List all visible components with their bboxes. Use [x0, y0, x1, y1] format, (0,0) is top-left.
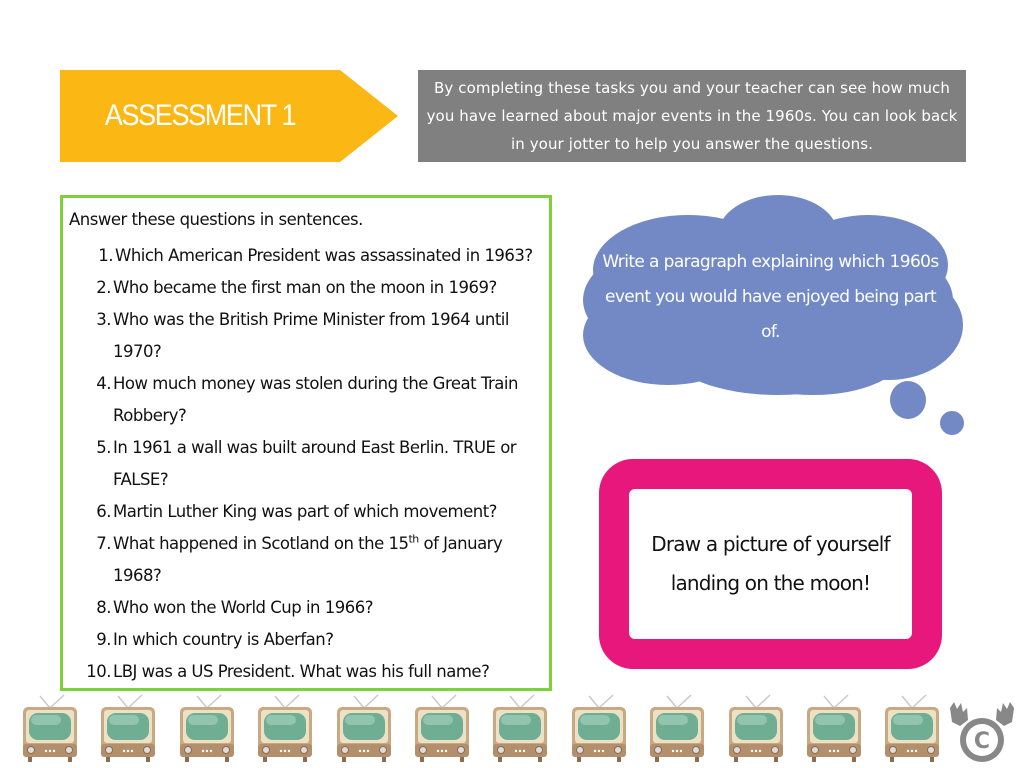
question-text: Who was the British Prime Minister from … — [113, 310, 509, 361]
tv-border-strip — [0, 694, 1024, 768]
moose-copyright-logo: C — [950, 702, 1014, 762]
question-text: Martin Luther King was part of which mov… — [113, 502, 497, 521]
question-text: LBJ was a US President. What was his ful… — [113, 662, 490, 681]
cloud-shape — [583, 195, 964, 435]
retro-tv-icon — [177, 694, 237, 764]
question-number: 9. — [96, 630, 111, 649]
draw-task-box: Draw a picture of yourself landing on th… — [599, 459, 942, 669]
retro-tv-icon — [647, 694, 707, 764]
questions-box: Answer these questions in sentences. 1. … — [60, 195, 552, 691]
question-number: 7. — [96, 534, 111, 553]
question-text: How much money was stolen during the Gre… — [113, 374, 518, 425]
question-number: 8. — [96, 598, 111, 617]
question-item: 6. Martin Luther King was part of which … — [69, 496, 541, 528]
ordinal-suffix: th — [408, 532, 419, 546]
cloud-task-text: Write a paragraph explaining which 1960s… — [602, 252, 939, 342]
question-text-part: of January 1968? — [113, 534, 503, 585]
question-item: 2. Who became the first man on the moon … — [69, 272, 541, 304]
question-item: 3. Who was the British Prime Minister fr… — [69, 304, 541, 368]
question-text: Which American President was assassinate… — [115, 246, 533, 265]
question-text: Who won the World Cup in 1966? — [113, 598, 374, 617]
question-item: 10. LBJ was a US President. What was his… — [69, 656, 541, 688]
question-number: 1. — [98, 246, 113, 265]
question-text: Who became the first man on the moon in … — [113, 278, 497, 297]
question-item: 9. In which country is Aberfan? — [69, 624, 541, 656]
question-text-part: What happened in Scotland on the 15 — [113, 534, 409, 553]
question-number: 2. — [96, 278, 111, 297]
page-title: ASSESSMENT 1 — [104, 99, 297, 132]
cloud-bubble-small — [940, 411, 964, 435]
question-item: 4. How much money was stolen during the … — [69, 368, 541, 432]
question-item: 7. What happened in Scotland on the 15th… — [69, 528, 541, 592]
question-number: 5. — [96, 438, 111, 457]
questions-instruction: Answer these questions in sentences. — [69, 210, 363, 229]
retro-tv-icon — [882, 694, 942, 764]
cloud-bubble-large — [890, 381, 926, 419]
draw-task-text: Draw a picture of yourself landing on th… — [651, 532, 890, 595]
retro-tv-icon — [98, 694, 158, 764]
question-text: In 1961 a wall was built around East Ber… — [113, 438, 517, 489]
svg-text:C: C — [974, 729, 990, 754]
title-banner: ASSESSMENT 1 — [60, 70, 398, 162]
question-text: In which country is Aberfan? — [113, 630, 334, 649]
question-item: 5. In 1961 a wall was built around East … — [69, 432, 541, 496]
question-number: 3. — [96, 310, 111, 329]
question-list: 1. Which American President was assassin… — [69, 240, 541, 688]
retro-tv-icon — [20, 694, 80, 764]
retro-tv-icon — [569, 694, 629, 764]
intro-text: By completing these tasks you and your t… — [426, 79, 958, 153]
question-number: 6. — [96, 502, 111, 521]
intro-box: By completing these tasks you and your t… — [418, 70, 966, 162]
question-text: What happened in Scotland on the 15th of… — [113, 528, 541, 592]
retro-tv-icon — [804, 694, 864, 764]
retro-tv-icon — [255, 694, 315, 764]
retro-tv-icon — [334, 694, 394, 764]
question-number: 4. — [96, 374, 111, 393]
retro-tv-icon — [412, 694, 472, 764]
question-number: 10. — [86, 662, 111, 681]
thought-cloud: Write a paragraph explaining which 1960s… — [578, 190, 968, 440]
retro-tv-icon — [490, 694, 550, 764]
question-item: 8. Who won the World Cup in 1966? — [69, 592, 541, 624]
retro-tv-icon — [726, 694, 786, 764]
draw-task-inner: Draw a picture of yourself landing on th… — [629, 489, 912, 639]
question-item: 1. Which American President was assassin… — [69, 240, 541, 272]
